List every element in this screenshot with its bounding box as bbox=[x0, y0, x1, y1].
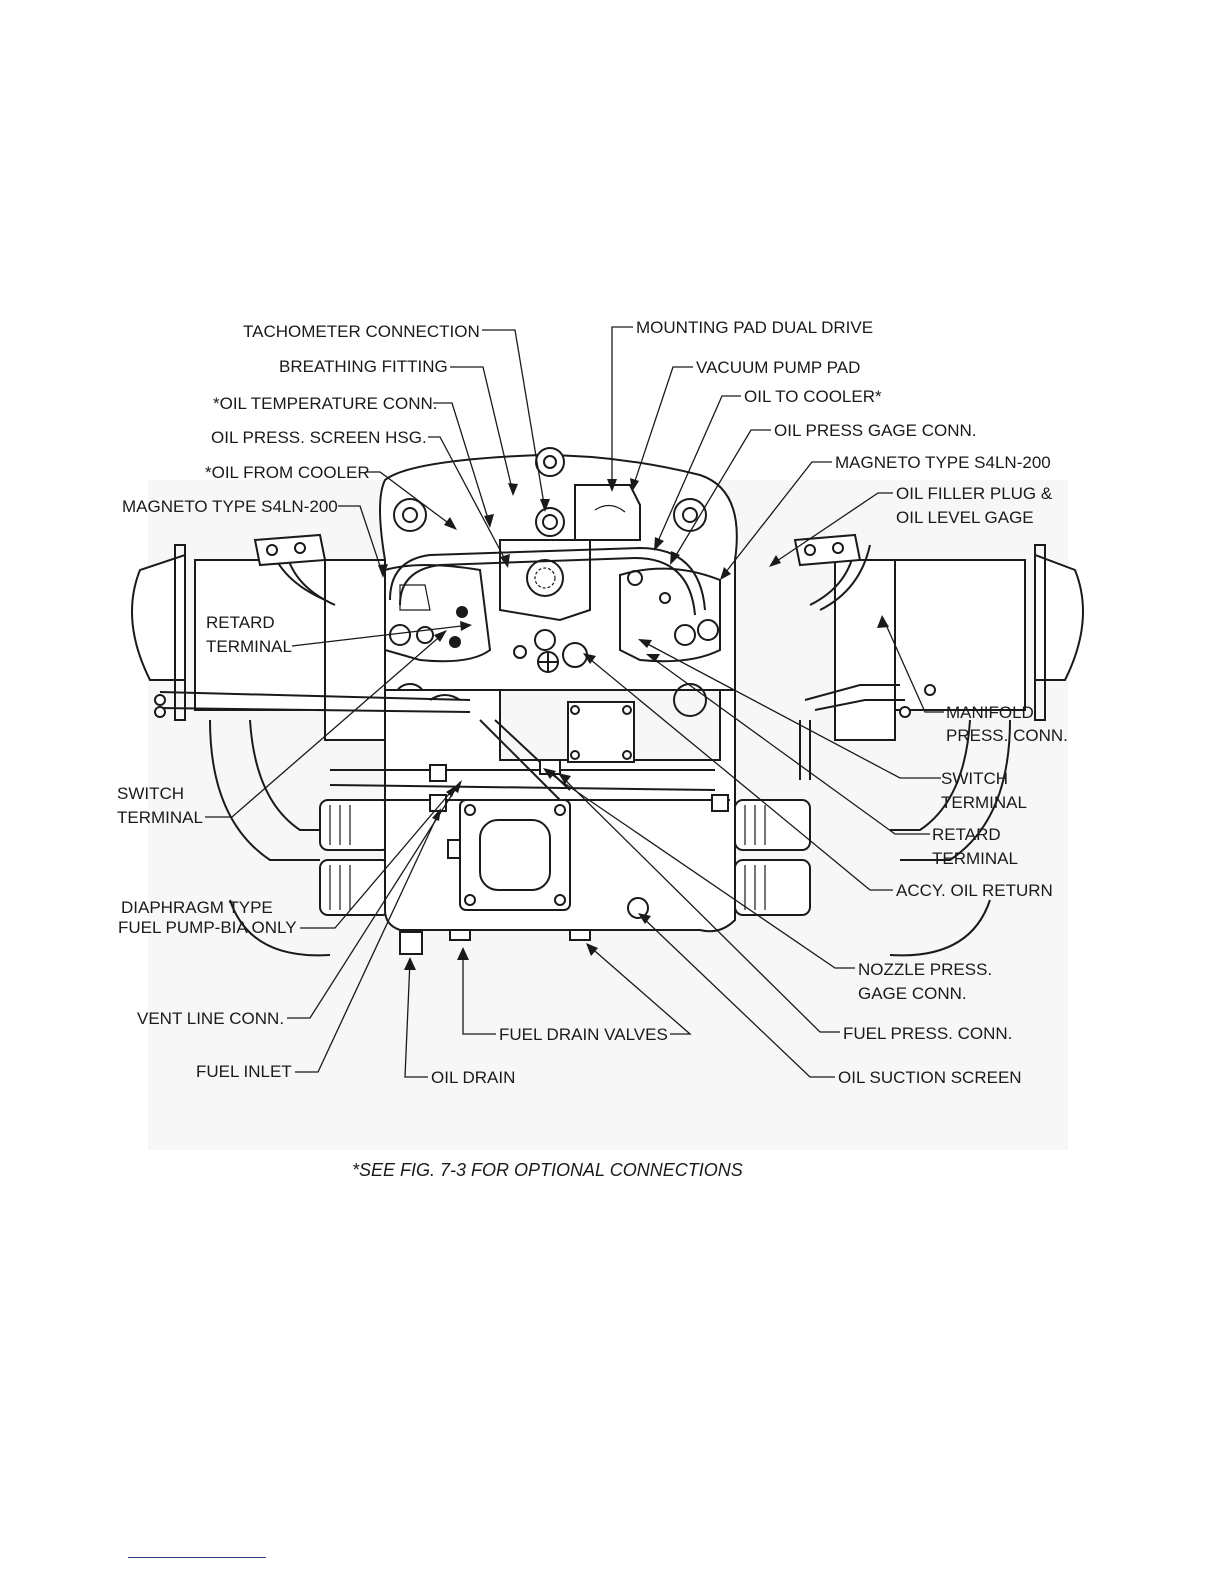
label-switch-terminal-left: SWITCH bbox=[117, 784, 184, 803]
label-tachometer-connection: TACHOMETER CONNECTION bbox=[243, 322, 480, 341]
label-retard-terminal-right-2: TERMINAL bbox=[932, 849, 1018, 868]
label-diaphragm-fuel-pump: DIAPHRAGM TYPE bbox=[121, 898, 273, 917]
label-manifold-press-conn: MANIFOLD bbox=[946, 703, 1034, 722]
label-mounting-pad-dual-drive: MOUNTING PAD DUAL DRIVE bbox=[636, 318, 873, 337]
label-fuel-press-conn: FUEL PRESS. CONN. bbox=[843, 1024, 1012, 1043]
label-nozzle-press: NOZZLE PRESS. bbox=[858, 960, 992, 979]
figure-caption: *SEE FIG. 7-3 FOR OPTIONAL CONNECTIONS bbox=[352, 1160, 743, 1180]
label-diaphragm-fuel-pump-2: FUEL PUMP-BIA ONLY bbox=[118, 918, 297, 937]
label-nozzle-gage-conn: GAGE CONN. bbox=[858, 984, 967, 1003]
label-oil-press-gage-conn: OIL PRESS GAGE CONN. bbox=[774, 421, 976, 440]
label-oil-temperature-conn: *OIL TEMPERATURE CONN. bbox=[213, 394, 438, 413]
label-fuel-inlet: FUEL INLET bbox=[196, 1062, 292, 1081]
engine-illustration bbox=[131, 447, 1084, 1150]
label-breathing-fitting: BREATHING FITTING bbox=[279, 357, 448, 376]
label-vent-line-conn: VENT LINE CONN. bbox=[137, 1009, 284, 1028]
label-oil-level-gage: OIL LEVEL GAGE bbox=[896, 508, 1034, 527]
arrow-heads bbox=[378, 478, 889, 970]
label-accy-oil-return: ACCY. OIL RETURN bbox=[896, 881, 1053, 900]
label-magneto-right: MAGNETO TYPE S4LN-200 bbox=[835, 453, 1051, 472]
label-oil-to-cooler: OIL TO COOLER* bbox=[744, 387, 882, 406]
label-retard-terminal-right: RETARD bbox=[932, 825, 1001, 844]
footnote-rule bbox=[128, 1557, 266, 1558]
label-oil-from-cooler: *OIL FROM COOLER bbox=[205, 463, 370, 482]
callout-labels: TACHOMETER CONNECTION BREATHING FITTING … bbox=[117, 318, 1068, 1087]
label-vacuum-pump-pad: VACUUM PUMP PAD bbox=[696, 358, 860, 377]
label-oil-drain: OIL DRAIN bbox=[431, 1068, 515, 1087]
label-switch-terminal-right-2: TERMINAL bbox=[941, 793, 1027, 812]
label-fuel-drain-valves: FUEL DRAIN VALVES bbox=[499, 1025, 668, 1044]
label-manifold-press-conn-2: PRESS. CONN. bbox=[946, 726, 1068, 745]
label-retard-terminal-left-2: TERMINAL bbox=[206, 637, 292, 656]
label-magneto-left: MAGNETO TYPE S4LN-200 bbox=[122, 497, 338, 516]
label-oil-press-screen-hsg: OIL PRESS. SCREEN HSG. bbox=[211, 428, 427, 447]
label-oil-filler-plug: OIL FILLER PLUG & bbox=[896, 484, 1053, 503]
label-switch-terminal-left-2: TERMINAL bbox=[117, 808, 203, 827]
label-oil-suction-screen: OIL SUCTION SCREEN bbox=[838, 1068, 1022, 1087]
leader-lines bbox=[205, 326, 944, 1078]
label-retard-terminal-left: RETARD bbox=[206, 613, 275, 632]
label-switch-terminal-right: SWITCH bbox=[941, 769, 1008, 788]
